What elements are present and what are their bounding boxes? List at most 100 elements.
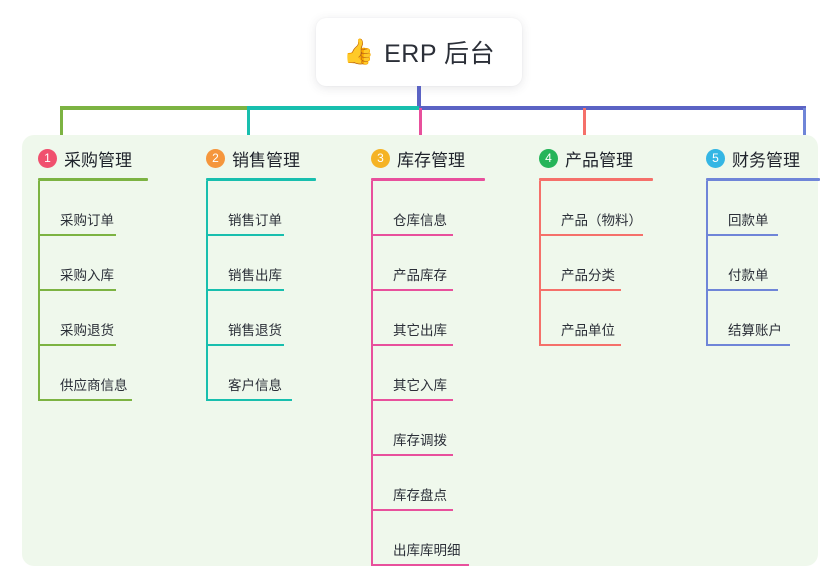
- list-item-underline: [371, 509, 453, 511]
- list-item-label: 销售退货: [228, 323, 282, 338]
- list-item-underline: [206, 344, 284, 346]
- list-item-label: 采购入库: [60, 268, 114, 283]
- list-item[interactable]: 客户信息: [206, 346, 316, 401]
- list-item-label: 客户信息: [228, 378, 282, 393]
- list-item[interactable]: 产品单位: [539, 291, 653, 346]
- column-badge-1: 1: [38, 148, 57, 168]
- column-title-5: 财务管理: [732, 150, 800, 170]
- column-badge-5: 5: [706, 148, 725, 168]
- list-item-underline: [38, 234, 116, 236]
- list-item[interactable]: 其它入库: [371, 346, 485, 401]
- list-item[interactable]: 产品（物料）: [539, 181, 653, 236]
- list-item-label: 其它入库: [393, 378, 447, 393]
- column-rail-5: [706, 181, 708, 346]
- list-item[interactable]: 销售订单: [206, 181, 316, 236]
- column-items-5: 回款单付款单结算账户: [706, 181, 820, 346]
- column-title-4: 产品管理: [565, 150, 633, 170]
- list-item-label: 结算账户: [728, 323, 782, 338]
- list-item[interactable]: 其它出库: [371, 291, 485, 346]
- list-item[interactable]: 供应商信息: [38, 346, 148, 401]
- list-item-underline: [539, 234, 643, 236]
- list-item[interactable]: 库存盘点: [371, 456, 485, 511]
- column-title-3: 库存管理: [397, 150, 465, 170]
- drop-connector-5: [803, 108, 806, 146]
- column-rail-2: [206, 181, 208, 401]
- diagram-panel-background: [22, 135, 818, 566]
- column-items-3: 仓库信息产品库存其它出库其它入库库存调拨库存盘点出库库明细: [371, 181, 485, 566]
- list-item-label: 回款单: [728, 213, 769, 228]
- column-underline-1: [38, 178, 148, 181]
- list-item-label: 产品单位: [561, 323, 615, 338]
- column-underline-3: [371, 178, 485, 181]
- list-item[interactable]: 仓库信息: [371, 181, 485, 236]
- list-item-label: 仓库信息: [393, 213, 447, 228]
- column-badge-2: 2: [206, 148, 225, 168]
- column-items-1: 采购订单采购入库采购退货供应商信息: [38, 181, 148, 401]
- column-underline-2: [206, 178, 316, 181]
- column-rail-3: [371, 181, 373, 566]
- list-item[interactable]: 出库库明细: [371, 511, 485, 566]
- column-underline-5: [706, 178, 820, 181]
- list-item-label: 库存调拨: [393, 433, 447, 448]
- column-1: 1 采购管理采购订单采购入库采购退货供应商信息: [22, 146, 148, 401]
- column-4: 4 产品管理产品（物料）产品分类产品单位: [523, 146, 653, 346]
- root-node-card[interactable]: 👍 ERP 后台: [316, 18, 522, 86]
- list-item-label: 出库库明细: [393, 543, 461, 558]
- column-5: 5 财务管理回款单付款单结算账户: [690, 146, 820, 346]
- column-badge-4: 4: [539, 148, 558, 168]
- column-underline-4: [539, 178, 653, 181]
- drop-connector-4: [583, 108, 586, 146]
- drop-connector-3: [419, 108, 422, 146]
- list-item-underline: [539, 289, 621, 291]
- column-header-5[interactable]: 5 财务管理: [690, 146, 820, 170]
- column-header-3[interactable]: 3 库存管理: [355, 146, 485, 170]
- list-item[interactable]: 付款单: [706, 236, 820, 291]
- list-item-label: 销售出库: [228, 268, 282, 283]
- column-rail-1: [38, 181, 40, 401]
- drop-connector-2: [247, 108, 250, 146]
- list-item[interactable]: 回款单: [706, 181, 820, 236]
- list-item-underline: [371, 454, 453, 456]
- list-item-underline: [371, 344, 453, 346]
- list-item-label: 其它出库: [393, 323, 447, 338]
- root-node-title: ERP 后台: [384, 40, 496, 68]
- bus-segment-teal: [247, 106, 419, 110]
- list-item[interactable]: 库存调拨: [371, 401, 485, 456]
- column-rail-4: [539, 181, 541, 346]
- list-item-label: 采购订单: [60, 213, 114, 228]
- list-item-underline: [206, 289, 284, 291]
- list-item-label: 供应商信息: [60, 378, 128, 393]
- list-item-label: 库存盘点: [393, 488, 447, 503]
- list-item-underline: [706, 344, 790, 346]
- column-header-1[interactable]: 1 采购管理: [22, 146, 148, 170]
- column-badge-3: 3: [371, 148, 390, 168]
- column-title-1: 采购管理: [64, 150, 132, 170]
- list-item[interactable]: 销售出库: [206, 236, 316, 291]
- list-item-underline: [206, 399, 292, 401]
- column-header-4[interactable]: 4 产品管理: [523, 146, 653, 170]
- list-item-label: 产品库存: [393, 268, 447, 283]
- column-items-4: 产品（物料）产品分类产品单位: [539, 181, 653, 346]
- list-item[interactable]: 销售退货: [206, 291, 316, 346]
- list-item[interactable]: 采购订单: [38, 181, 148, 236]
- thumbs-up-icon: 👍: [342, 37, 375, 66]
- bus-segment-blue: [419, 106, 806, 110]
- list-item-underline: [539, 344, 621, 346]
- list-item[interactable]: 结算账户: [706, 291, 820, 346]
- list-item-underline: [371, 399, 453, 401]
- list-item-underline: [38, 289, 116, 291]
- list-item[interactable]: 采购退货: [38, 291, 148, 346]
- list-item[interactable]: 采购入库: [38, 236, 148, 291]
- list-item-label: 销售订单: [228, 213, 282, 228]
- list-item-underline: [38, 399, 132, 401]
- list-item-label: 付款单: [728, 268, 769, 283]
- list-item[interactable]: 产品分类: [539, 236, 653, 291]
- column-items-2: 销售订单销售出库销售退货客户信息: [206, 181, 316, 401]
- list-item[interactable]: 产品库存: [371, 236, 485, 291]
- list-item-label: 采购退货: [60, 323, 114, 338]
- list-item-underline: [706, 234, 778, 236]
- column-3: 3 库存管理仓库信息产品库存其它出库其它入库库存调拨库存盘点出库库明细: [355, 146, 485, 566]
